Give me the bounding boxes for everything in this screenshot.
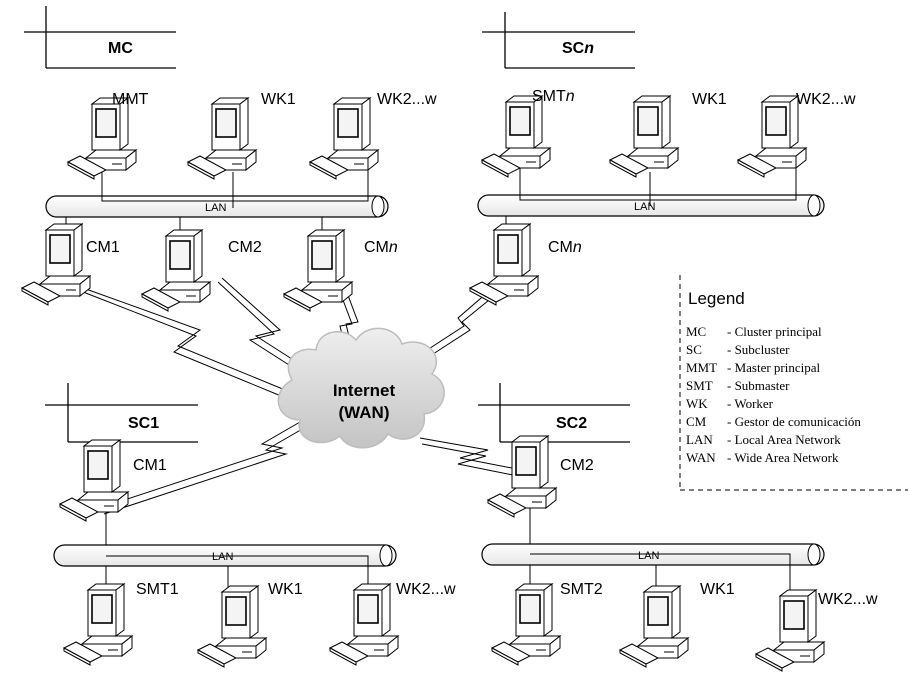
legend-desc: - Subcluster [727, 342, 790, 357]
computer-icon [620, 586, 688, 667]
legend-desc: - Submaster [727, 378, 790, 393]
computer-icon [482, 96, 550, 177]
legend-abbr: MC [686, 324, 706, 339]
title-frame-scn [482, 12, 635, 68]
machine-label: WK1 [268, 581, 303, 598]
cluster-title-sc2: SC2 [556, 415, 587, 432]
computer-icon [470, 224, 538, 305]
gateway-label: CM2 [560, 457, 594, 474]
machine-label: WK2...w [377, 91, 437, 108]
title-frame-sc1 [45, 383, 198, 442]
gateway-label: CM1 [133, 457, 167, 474]
legend-abbr: LAN [686, 432, 713, 447]
title-frame-sc2 [478, 383, 630, 442]
computer-icon [68, 98, 136, 179]
title-frame-mc [24, 6, 176, 68]
computer-icon [610, 96, 678, 177]
wan-label: (WAN) [339, 403, 390, 422]
legend-abbr: SC [686, 342, 702, 357]
legend-desc: - Gestor de comunicación [727, 414, 861, 429]
legend-abbr: SMT [686, 378, 713, 393]
legend-abbr: WK [686, 396, 708, 411]
submaster-label: SMTn [532, 88, 575, 105]
legend-desc: - Cluster principal [727, 324, 822, 339]
legend-desc: - Master principal [727, 360, 821, 375]
gateway-label: CMn [364, 239, 398, 256]
computer-icon [60, 440, 128, 521]
cluster-title-sc1: SC1 [128, 415, 159, 432]
lan-label-scn: LAN [634, 201, 655, 213]
legend-desc: - Worker [727, 396, 774, 411]
lan-label-mc: LAN [205, 202, 226, 214]
legend-list: MC - Cluster principal SC - Subcluster M… [686, 324, 861, 465]
machine-label: WK1 [700, 581, 735, 598]
computer-icon [492, 584, 560, 665]
computer-icon [188, 98, 256, 179]
gateway-label: CM1 [86, 239, 120, 256]
computer-icon [488, 436, 556, 517]
legend-abbr: CM [686, 414, 707, 429]
computer-icon [64, 584, 132, 665]
legend-abbr: WAN [686, 450, 716, 465]
computer-icon [310, 98, 378, 179]
computer-icon [142, 230, 210, 311]
computer-icon [22, 224, 90, 305]
machine-label: MMT [112, 91, 149, 108]
computer-icon [330, 584, 398, 665]
gateway-label: CMn [548, 239, 582, 256]
internet-label: Internet [333, 381, 396, 400]
computer-icon [756, 590, 824, 671]
legend-desc: - Wide Area Network [727, 450, 839, 465]
legend-abbr: MMT [686, 360, 717, 375]
machine-label: WK2...w [818, 591, 878, 608]
machine-label: WK2...w [796, 91, 856, 108]
cluster-title-mc: MC [108, 40, 133, 57]
computer-icon [284, 230, 352, 311]
legend-desc: - Local Area Network [727, 432, 841, 447]
computer-icon [738, 96, 806, 177]
computer-icon [198, 586, 266, 667]
submaster-label: SMT2 [560, 581, 603, 598]
legend-title: Legend [688, 289, 745, 308]
submaster-label: SMT1 [136, 581, 179, 598]
machine-label: WK2...w [396, 581, 456, 598]
machine-label: WK1 [261, 91, 296, 108]
lan-label-sc2: LAN [638, 550, 659, 562]
cluster-title-scn: SCn [562, 40, 594, 57]
gateway-label: CM2 [228, 239, 262, 256]
lan-label-sc1: LAN [212, 551, 233, 563]
machine-label: WK1 [692, 91, 727, 108]
